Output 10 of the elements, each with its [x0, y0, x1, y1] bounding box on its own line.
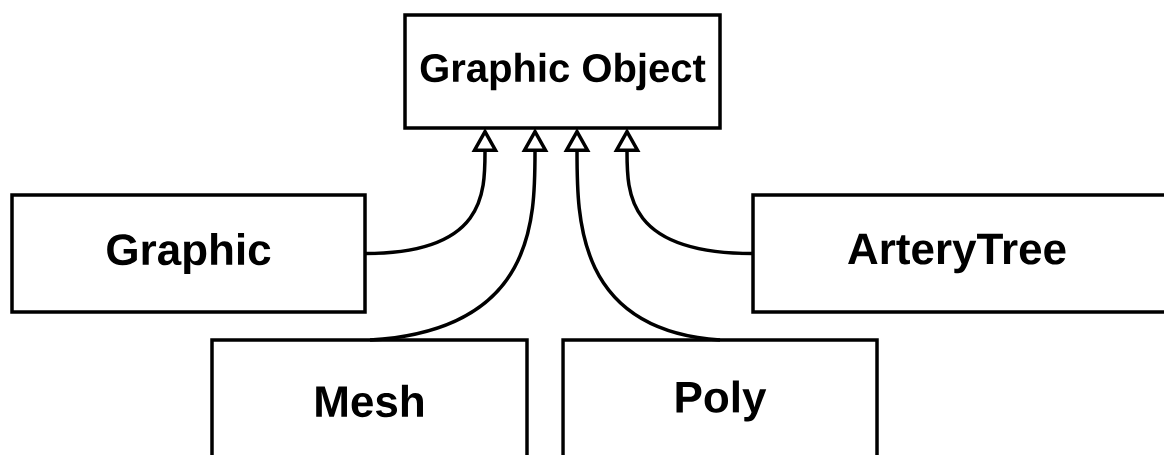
class-name: ArteryTree [848, 233, 1066, 274]
class-name: Mesh [316, 384, 423, 418]
class-box [10, 193, 367, 314]
class-box [561, 338, 879, 455]
class-name: Graphic Object [420, 52, 706, 91]
class-box [751, 193, 1164, 314]
class-box [210, 338, 529, 455]
class-name: Poly [676, 380, 767, 422]
class-box [403, 13, 722, 130]
class-name: Graphic [107, 233, 271, 274]
